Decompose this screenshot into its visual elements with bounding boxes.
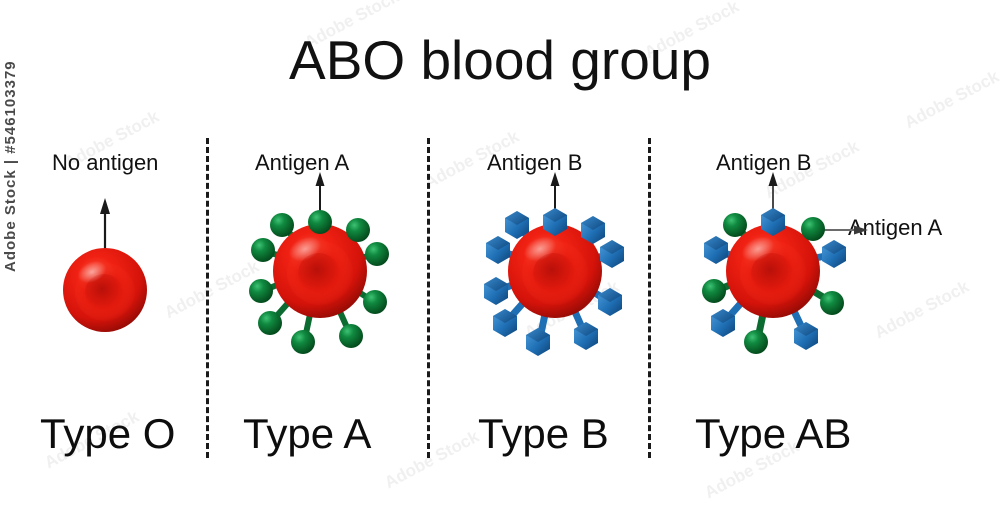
antigen-label-type-b: Antigen B — [487, 150, 583, 175]
antigen-label-type-ab-b: Antigen B — [716, 150, 812, 175]
stock-watermark-tile: Adobe Stock — [871, 276, 973, 343]
type-label-ab: Type AB — [695, 410, 852, 457]
blood-cell-type-b — [484, 172, 624, 356]
type-label-o: Type O — [40, 410, 176, 457]
divider-o-a — [206, 138, 209, 458]
blood-cell-type-a — [249, 172, 389, 354]
antigen-b-heads — [484, 208, 624, 356]
type-label-a: Type A — [243, 410, 372, 457]
stock-watermark-tile: Adobe Stock — [381, 426, 483, 493]
blood-cell-type-ab — [702, 172, 868, 354]
antigen-label-type-ab-a: Antigen A — [848, 215, 943, 240]
antigen-ab-heads — [702, 208, 846, 354]
blood-cell-type-o — [63, 198, 147, 332]
antigen-label-type-o: No antigen — [52, 150, 159, 175]
page-title: ABO blood group — [289, 29, 711, 91]
type-label-b: Type B — [478, 410, 609, 457]
arrow-right-icon — [822, 225, 868, 235]
antigen-label-type-a: Antigen A — [255, 150, 350, 175]
adobe-stock-watermark: Adobe Stock | #546103379 — [2, 60, 19, 272]
divider-b-ab — [648, 138, 651, 458]
antigen-a-heads — [249, 210, 389, 354]
divider-a-b — [427, 138, 430, 458]
